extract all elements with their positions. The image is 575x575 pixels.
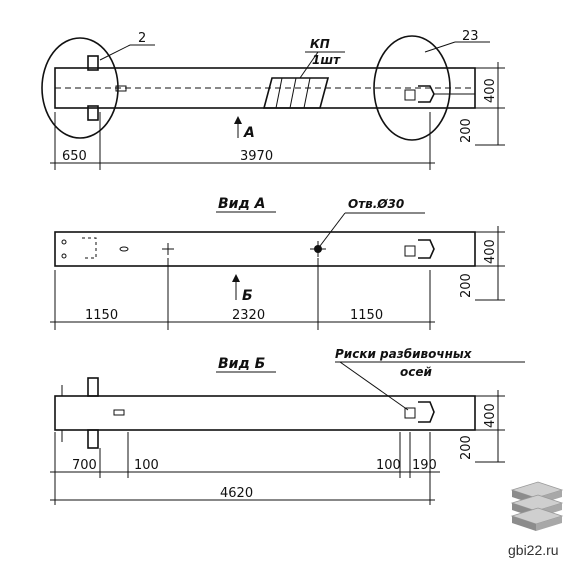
slot-b — [113, 409, 125, 416]
dim-a-200: 200 — [459, 273, 474, 298]
end-plate-right — [404, 89, 416, 101]
detail-circle-left — [41, 37, 119, 139]
callout-23: 23 — [462, 29, 479, 44]
loop-b-bottom — [87, 429, 99, 449]
embed-left — [82, 237, 97, 259]
plate-rib-1 — [275, 77, 283, 109]
slot-a — [119, 246, 129, 252]
dim-100-right: 100 — [376, 458, 401, 473]
callout-2: 2 — [138, 31, 146, 46]
plate-rib-3 — [303, 77, 311, 109]
dim-700: 700 — [72, 458, 97, 473]
beam-view-a — [54, 231, 476, 267]
stacked-slabs-icon — [510, 481, 564, 531]
detail-circle-right — [373, 35, 451, 141]
dim-650: 650 — [62, 149, 87, 164]
top-view: 2 КП 1шт 23 А 650 3970 400 200 — [41, 29, 505, 170]
dim-1150-left: 1150 — [85, 308, 118, 323]
slot-mark — [115, 85, 127, 92]
arrow-b-label: Б — [242, 288, 253, 304]
hole-label: Отв.Ø30 — [348, 197, 404, 211]
dim-2320: 2320 — [232, 308, 265, 323]
leader-2 — [99, 44, 131, 61]
dim-a-400: 400 — [483, 239, 498, 264]
watermark-site: gbi22.ru — [508, 542, 559, 558]
plate-rib-2 — [289, 77, 297, 109]
dim-b-200: 200 — [459, 435, 474, 460]
leader-23 — [424, 41, 456, 53]
watermark: gbi22.ru — [508, 481, 564, 558]
mark-1 — [61, 239, 67, 245]
end-bracket-a — [418, 239, 435, 259]
note-line2: осей — [400, 365, 432, 379]
mark-2 — [61, 253, 67, 259]
dim-100-left: 100 — [134, 458, 159, 473]
end-plate-b — [404, 407, 416, 419]
dim-4620: 4620 — [220, 486, 253, 501]
leader-hole — [319, 212, 346, 247]
end-bracket-b — [418, 401, 435, 423]
arrow-a-label: А — [243, 125, 255, 141]
dim-400: 400 — [483, 78, 498, 103]
dim-200: 200 — [459, 118, 474, 143]
loop-b-top — [87, 377, 99, 397]
callout-kp-qty: 1шт — [312, 53, 341, 67]
lifting-plate — [262, 77, 330, 109]
leader-kp — [299, 51, 319, 79]
dim-190: 190 — [412, 458, 437, 473]
arrow-a-head — [234, 116, 242, 124]
dim-1150-right: 1150 — [350, 308, 383, 323]
dim-3970: 3970 — [240, 149, 273, 164]
loop-top-left — [87, 55, 99, 71]
view-b: Вид Б Риски разбивочных осей 700 100 100… — [50, 347, 525, 505]
end-plate-a — [404, 245, 416, 257]
note-leader — [339, 361, 409, 411]
note-line1: Риски разбивочных — [335, 347, 473, 361]
view-a-title: Вид А — [218, 196, 266, 212]
view-a: Вид А Отв.Ø30 Б 1150 2320 1150 — [50, 196, 505, 330]
view-b-title: Вид Б — [218, 356, 265, 372]
beam-view-b — [54, 395, 476, 431]
loop-bottom-left — [87, 105, 99, 121]
dim-b-400: 400 — [483, 403, 498, 428]
callout-kp: КП — [310, 37, 330, 51]
arrow-b-head — [232, 274, 240, 282]
